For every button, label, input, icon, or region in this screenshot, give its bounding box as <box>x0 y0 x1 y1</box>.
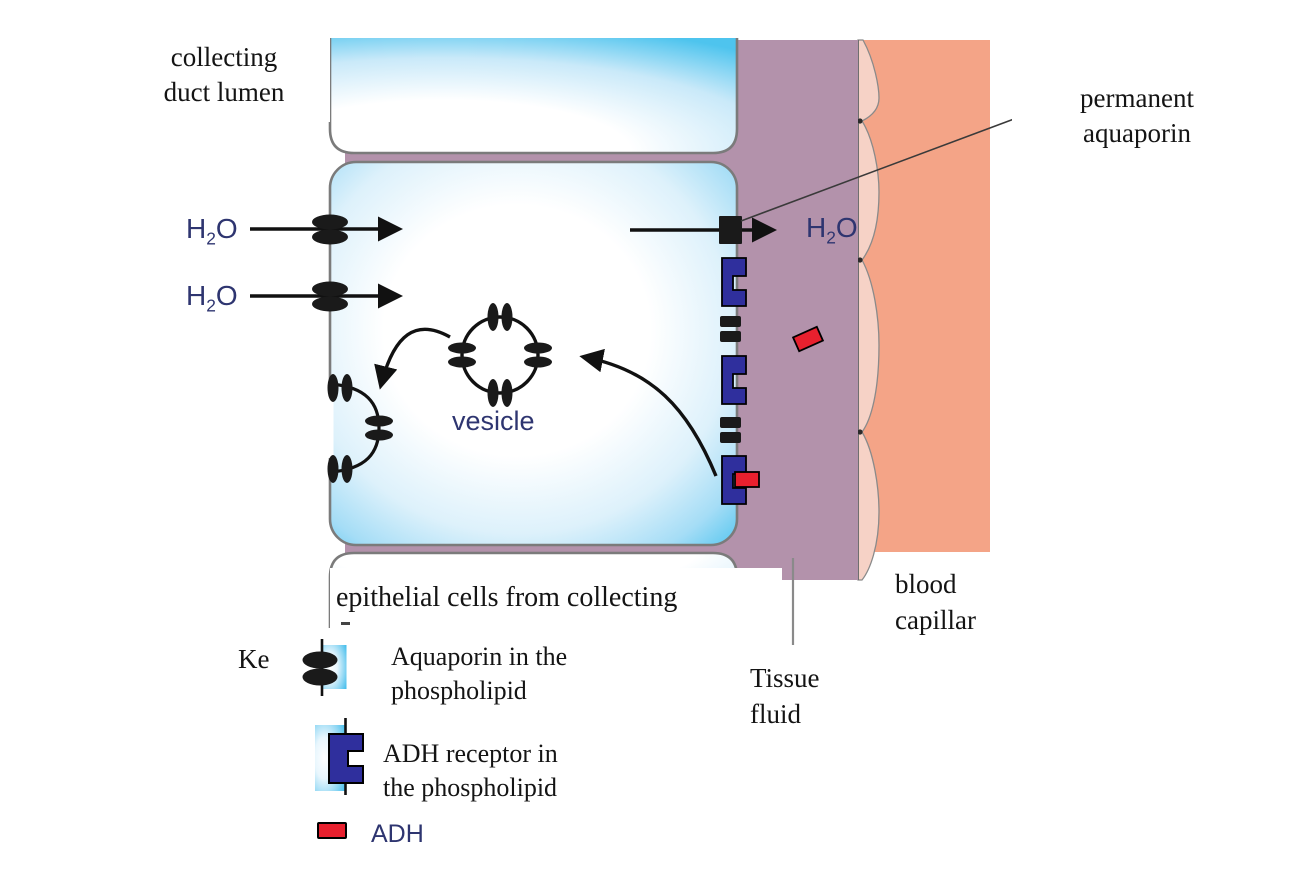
h2o-label-apical-1: H2O <box>186 213 238 249</box>
label-background <box>118 26 330 122</box>
permanent-aquaporin-line1: permanent <box>1080 83 1194 113</box>
aquaporin-in-membrane-icon <box>302 639 347 696</box>
invagination-aquaporin-2 <box>365 415 393 441</box>
vesicle-aquaporin-top <box>487 303 513 331</box>
adh-receptor-in-membrane-icon <box>315 718 364 795</box>
collecting-duct-lumen-line2: duct lumen <box>163 77 285 107</box>
membrane-opening <box>326 396 334 458</box>
invagination-aquaporin-1 <box>327 374 353 402</box>
invagination-aquaporin-3 <box>327 455 353 483</box>
label-background <box>877 552 1077 647</box>
permanent-aquaporin-line2: aquaporin <box>1083 118 1191 148</box>
h2o-label-basal: H2O <box>806 212 858 248</box>
epithelial-cells-caption: epithelial cells from collecting <box>336 582 678 613</box>
adh-receptor-2 <box>721 355 747 405</box>
permanent-aquaporin-square <box>719 216 742 244</box>
vesicle-circle <box>460 315 540 395</box>
vesicle-aquaporin-bottom <box>487 379 513 407</box>
legend-item-adh: ADH <box>371 820 424 848</box>
label-background <box>733 645 877 747</box>
vesicle-aquaporin-left <box>448 342 476 368</box>
adh-molecule-bound <box>734 471 760 488</box>
apical-aquaporin-2 <box>312 281 348 312</box>
vesicle-to-membrane-arrow <box>374 327 451 390</box>
collecting-duct-lumen-label: collecting duct lumen <box>118 40 330 110</box>
truncated-text-mark <box>341 622 350 625</box>
blood-capillary-region <box>858 40 990 552</box>
permanent-aquaporin-leader-line <box>740 118 1015 222</box>
legend-item-adh-receptor: ADH receptor in the phospholipid <box>383 739 558 802</box>
tissue-fluid-label: Tissue fluid <box>750 663 820 729</box>
cell-junction-dot <box>857 257 863 263</box>
receptor-to-vesicle-arrow <box>579 348 718 477</box>
membrane-aquaporin-pair-2 <box>720 417 741 443</box>
blood-capillary-label: blood capillar <box>895 569 976 635</box>
membrane-aquaporin-pair-1 <box>720 316 741 342</box>
cell-junction-dot <box>857 429 863 435</box>
permanent-aquaporin-label: permanent aquaporin <box>1012 81 1262 151</box>
cell-junction-dot <box>857 118 863 124</box>
collecting-duct-lumen-line1: collecting <box>170 42 278 72</box>
apical-aquaporin-1 <box>312 214 348 245</box>
adh-molecule-free <box>791 325 825 353</box>
adh-molecule-icon <box>317 822 347 839</box>
legend-item-aquaporin: Aquaporin in the phospholipid <box>391 642 568 705</box>
label-background <box>1012 66 1262 162</box>
h2o-label-apical-2: H2O <box>186 280 238 316</box>
label-background <box>330 568 782 630</box>
key-label: Ke <box>238 644 270 674</box>
epithelial-cell-main <box>328 160 739 547</box>
membrane-invagination-arc <box>330 382 381 474</box>
adh-receptor-3 <box>721 455 747 505</box>
epithelial-cell-top <box>328 38 739 155</box>
vesicle-label: vesicle <box>452 406 535 436</box>
vesicle-aquaporin-right <box>524 342 552 368</box>
adh-receptor-1 <box>721 257 747 307</box>
